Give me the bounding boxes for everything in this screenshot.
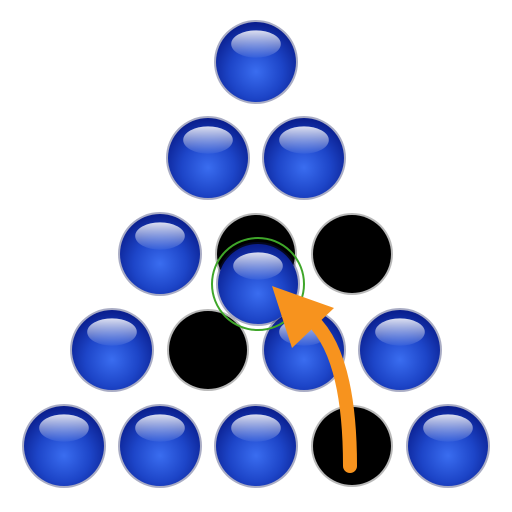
hole-r3-c1[interactable] bbox=[167, 309, 249, 391]
hole-r2-c2[interactable] bbox=[311, 213, 393, 295]
peg-r4-c0[interactable] bbox=[22, 404, 106, 488]
peg-r4-c4[interactable] bbox=[406, 404, 490, 488]
peg-r2-c0[interactable] bbox=[118, 212, 202, 296]
peg-r1-c0[interactable] bbox=[166, 116, 250, 200]
peg-r3-c3[interactable] bbox=[358, 308, 442, 392]
move-arrow-head bbox=[272, 286, 334, 348]
peg-r0-c0[interactable] bbox=[214, 20, 298, 104]
curved-arrow-icon bbox=[272, 286, 357, 473]
move-arrow-shaft bbox=[305, 313, 357, 473]
peg-r4-c2[interactable] bbox=[214, 404, 298, 488]
selection-ring bbox=[211, 237, 305, 331]
peg-r4-c1[interactable] bbox=[118, 404, 202, 488]
peg-r3-c0[interactable] bbox=[70, 308, 154, 392]
peg-r1-c1[interactable] bbox=[262, 116, 346, 200]
